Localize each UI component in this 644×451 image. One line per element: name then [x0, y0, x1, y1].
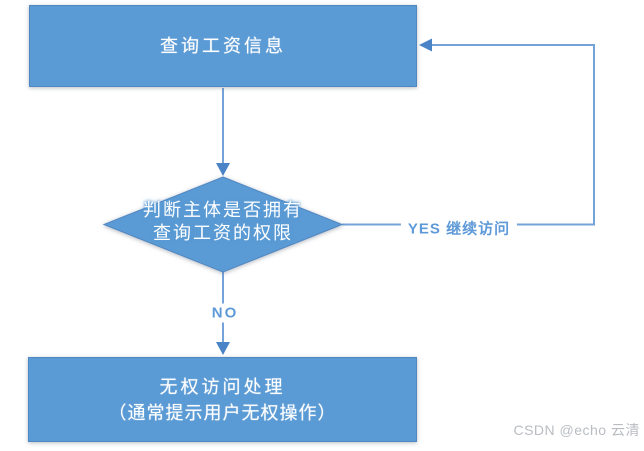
node-query-salary-label: 查询工资信息	[160, 36, 286, 56]
arrowhead-down-icon	[216, 163, 230, 176]
node-deny-access: 无权访问处理 （通常提示用户无权操作）	[28, 357, 417, 442]
edge-label-yes: YES 继续访问	[400, 216, 518, 240]
node-deny-access-line1: 无权访问处理	[159, 376, 286, 397]
edge-label-no: NO	[204, 303, 246, 323]
arrowhead-left-icon	[419, 38, 432, 52]
node-decision-label: 判断主体是否拥有 查询工资的权限	[93, 199, 353, 245]
arrowhead-down-icon	[216, 342, 230, 355]
node-query-salary: 查询工资信息	[29, 5, 417, 87]
node-deny-access-line2: （通常提示用户无权操作）	[108, 402, 337, 423]
decision-label-line2: 查询工资的权限	[153, 223, 293, 243]
decision-diamond-shape	[102, 176, 344, 273]
decision-label-line1: 判断主体是否拥有	[143, 200, 303, 220]
watermark-text: CSDN @echo 云清	[513, 422, 640, 438]
